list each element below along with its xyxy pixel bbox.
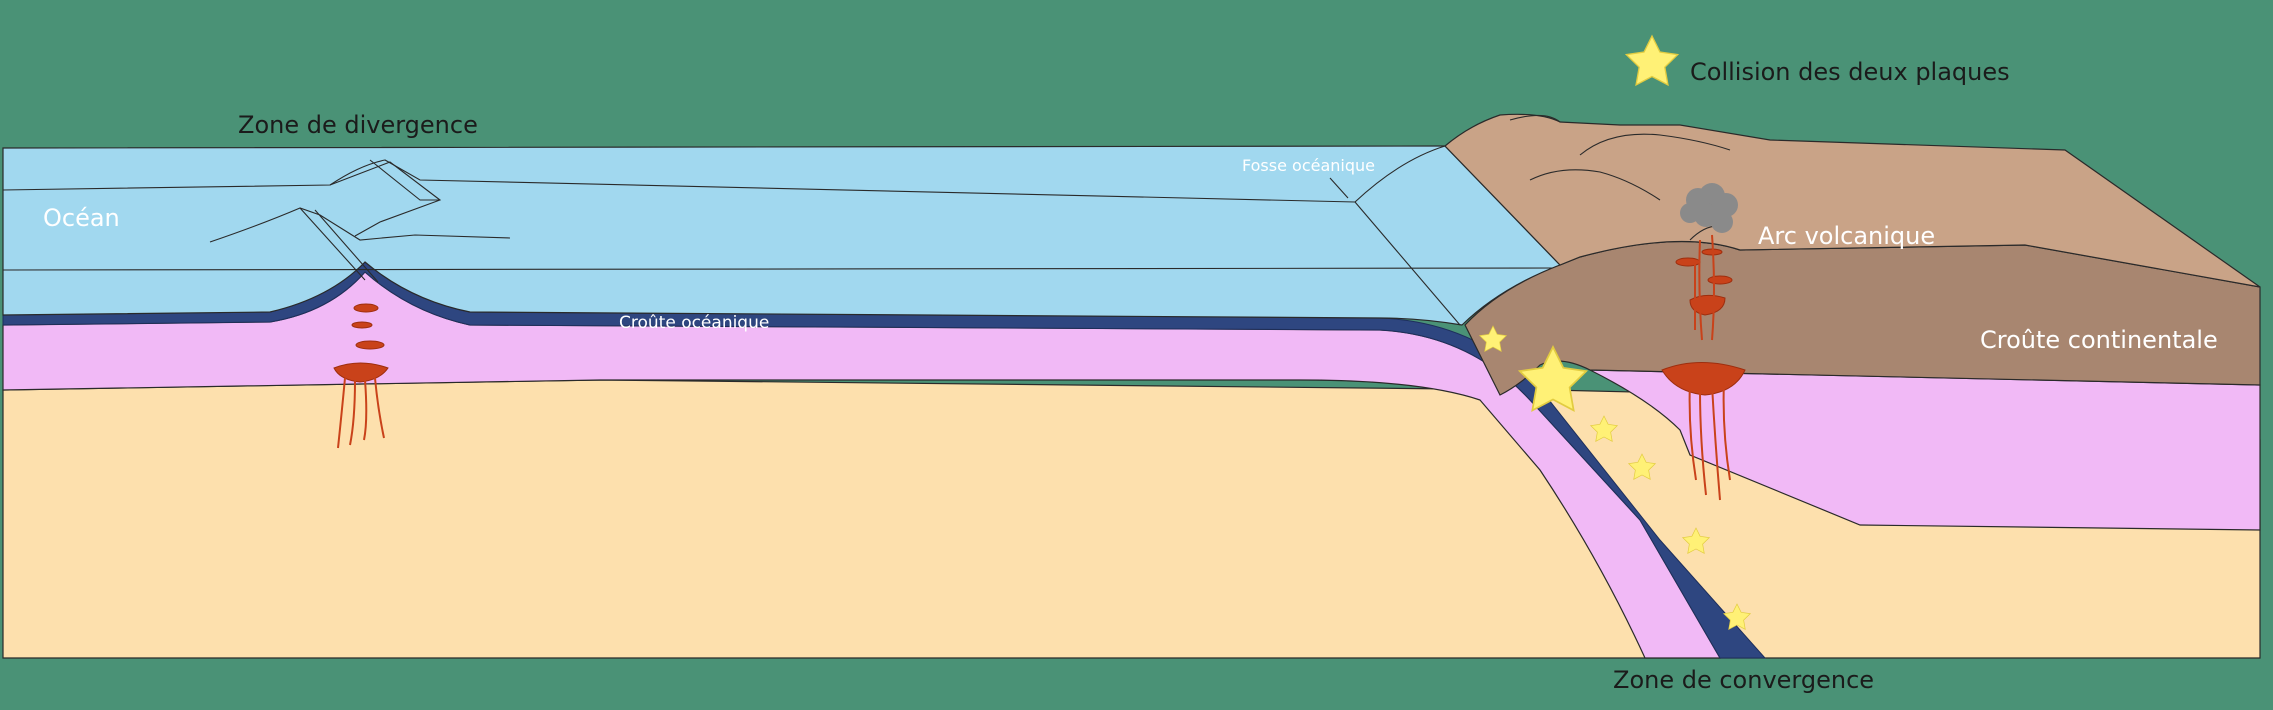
continental-crust-label: Croûte continentale — [1980, 326, 2218, 354]
legend-star-icon — [1624, 34, 1680, 87]
oceanic-crust-label: Croûte océanique — [619, 313, 769, 333]
star-icon — [1517, 345, 1589, 412]
star-icon — [1589, 415, 1619, 442]
volcanic-arc-label: Arc volcanique — [1758, 222, 1935, 250]
collision-stars — [1478, 325, 1752, 630]
divergence-zone-label: Zone de divergence — [238, 111, 478, 139]
star-icon — [1627, 453, 1657, 480]
ridge-magma — [333, 303, 389, 383]
star-icon — [1722, 603, 1752, 630]
star-icon — [1681, 527, 1711, 554]
continental-mantle-layer — [1589, 369, 2261, 531]
star-icon — [1478, 325, 1508, 352]
oceanic-trench-label: Fosse océanique — [1242, 156, 1375, 175]
continent-surface — [1444, 113, 2261, 288]
convergence-zone-label: Zone de convergence — [1613, 666, 1874, 694]
volcanic-ash-cloud — [1680, 183, 1738, 233]
ocean-label: Océan — [43, 204, 120, 232]
legend-label: Collision des deux plaques — [1690, 58, 2010, 86]
